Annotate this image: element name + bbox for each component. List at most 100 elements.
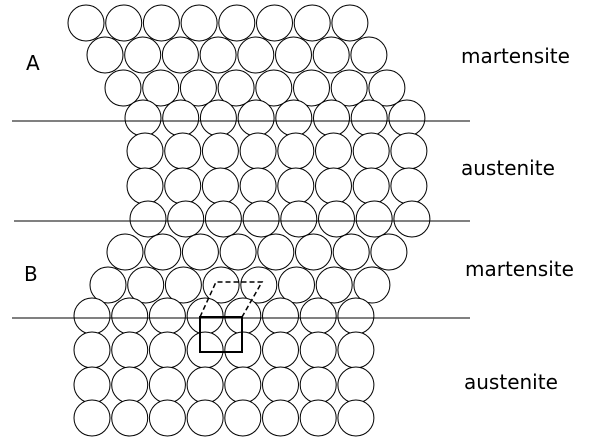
atom <box>350 99 388 137</box>
atom <box>148 331 186 369</box>
atom <box>239 132 277 170</box>
atom <box>218 4 256 42</box>
atom <box>73 399 111 437</box>
atom <box>368 69 406 107</box>
atom <box>144 233 182 271</box>
atom <box>240 266 278 304</box>
atom <box>129 200 167 238</box>
atom <box>202 266 240 304</box>
label-a: A <box>26 51 40 75</box>
atom <box>337 331 375 369</box>
atom <box>390 132 428 170</box>
atom <box>142 69 180 107</box>
atom <box>332 233 370 271</box>
atom <box>179 69 217 107</box>
region-label-austenite-top: austenite <box>461 156 555 180</box>
atom <box>262 399 299 437</box>
atom <box>299 366 337 404</box>
atom <box>393 200 431 238</box>
atom <box>315 167 352 205</box>
atom <box>167 200 205 238</box>
atom <box>180 4 218 42</box>
atom <box>126 132 164 170</box>
atom <box>262 331 299 369</box>
atom <box>127 266 165 304</box>
atom <box>164 266 202 304</box>
region-label-martensite-bottom: martensite <box>465 257 574 281</box>
atom <box>293 69 330 107</box>
atom <box>217 69 255 107</box>
atom <box>111 399 149 437</box>
atom <box>299 399 337 437</box>
atom <box>388 99 426 137</box>
atom <box>313 99 350 137</box>
atom <box>331 4 369 42</box>
atom <box>201 132 239 170</box>
label-b: B <box>24 262 38 286</box>
atom <box>337 399 375 437</box>
atom <box>390 167 428 205</box>
atom <box>353 266 391 304</box>
atom <box>201 167 239 205</box>
atom <box>257 233 295 271</box>
atom <box>148 366 186 404</box>
atom <box>111 297 149 335</box>
atom <box>219 233 257 271</box>
atom <box>186 331 224 369</box>
atom <box>262 366 299 404</box>
atom <box>181 233 219 271</box>
atom <box>104 69 142 107</box>
atom <box>293 4 331 42</box>
atom <box>277 132 315 170</box>
atom <box>352 167 390 205</box>
atom <box>67 4 105 42</box>
atom <box>315 132 352 170</box>
atom <box>148 297 186 335</box>
atom <box>299 331 337 369</box>
atom <box>89 266 127 304</box>
atom <box>73 331 111 369</box>
atom <box>86 36 124 74</box>
atom <box>126 167 164 205</box>
atom <box>199 99 237 137</box>
atom <box>224 366 262 404</box>
atom <box>237 36 275 74</box>
atom <box>275 36 312 74</box>
region-label-martensite-top: martensite <box>461 44 570 68</box>
atom <box>73 366 111 404</box>
atom <box>142 4 180 42</box>
atom <box>199 36 237 74</box>
atom <box>337 366 375 404</box>
atom <box>255 69 293 107</box>
atom <box>148 399 186 437</box>
atom <box>204 200 242 238</box>
atom <box>315 266 353 304</box>
atom <box>111 331 149 369</box>
atom <box>242 200 280 238</box>
region-label-austenite-bottom: austenite <box>464 370 558 394</box>
atom <box>73 297 111 335</box>
atom <box>280 200 318 238</box>
atom <box>164 167 202 205</box>
atom <box>350 36 388 74</box>
atom <box>299 297 337 335</box>
atom <box>186 399 224 437</box>
atom <box>105 4 143 42</box>
atom <box>239 167 277 205</box>
atom <box>275 99 313 137</box>
atom <box>277 167 315 205</box>
atom <box>162 99 200 137</box>
atom <box>318 200 355 238</box>
atom <box>352 132 390 170</box>
atom <box>370 233 408 271</box>
atom <box>186 366 224 404</box>
atom-lattice <box>67 4 431 437</box>
atom <box>262 297 299 335</box>
atom <box>237 99 275 137</box>
atom <box>330 69 368 107</box>
atom <box>124 36 162 74</box>
atom <box>111 366 149 404</box>
martensite-unit-cell <box>198 281 264 318</box>
atom <box>295 233 332 271</box>
